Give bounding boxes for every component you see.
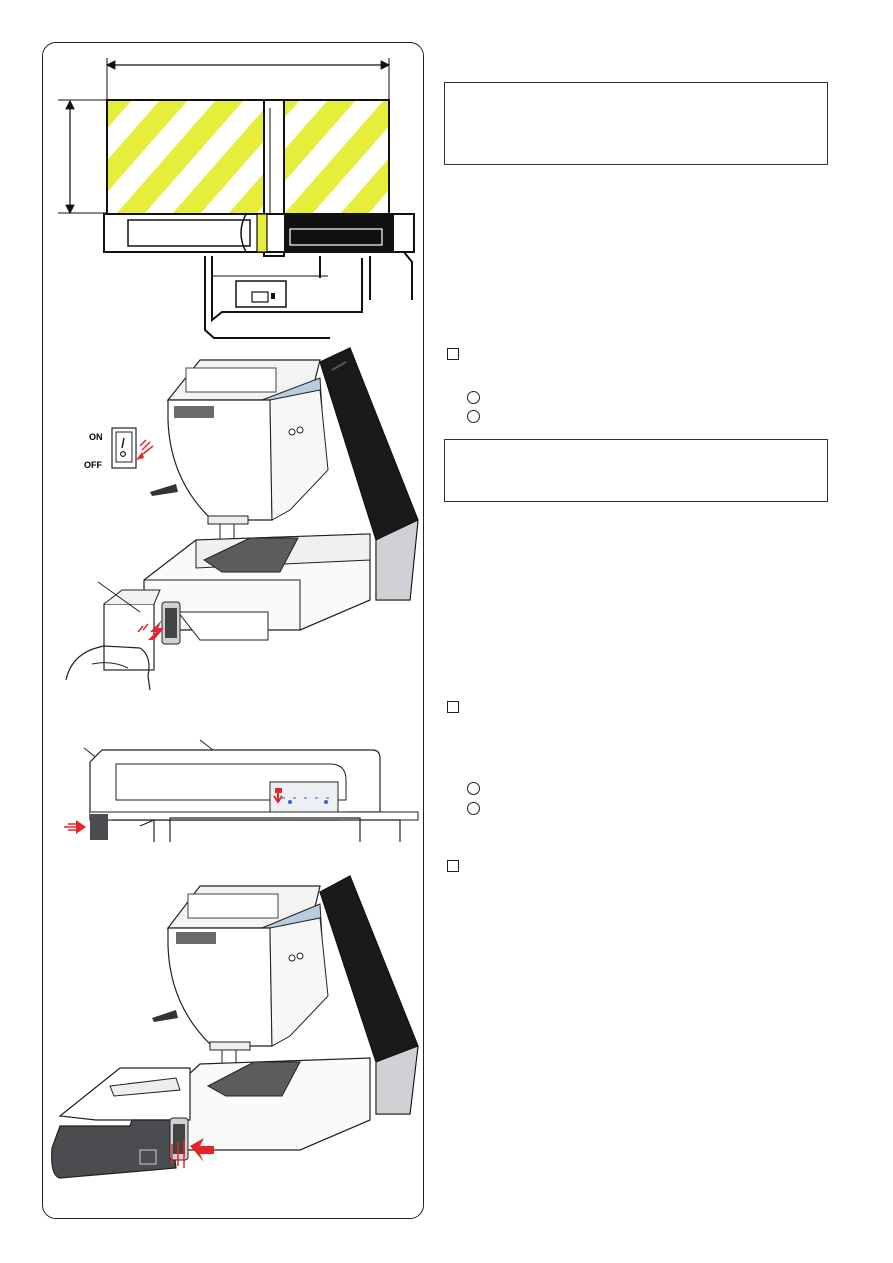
red-arrow-remove-box [137, 620, 164, 640]
clearance-zone-hatching [107, 100, 389, 214]
callout-circle-1 [467, 391, 480, 404]
side-view-figure [64, 739, 419, 842]
caution-box-top [444, 82, 828, 165]
red-arrow-attach-unit [171, 1138, 214, 1168]
callout-circle-3 [467, 782, 480, 795]
switch-on-label: ON [89, 432, 103, 442]
power-switch [111, 427, 154, 469]
clearance-diagram [58, 58, 415, 339]
machine-figure-embroidery-unit [51, 875, 419, 1179]
caution-box-middle [444, 439, 828, 502]
callout-circle-4 [467, 802, 480, 815]
machine-figure-power-off [65, 347, 419, 691]
step-marker-1 [447, 348, 459, 360]
step-marker-3 [447, 860, 459, 872]
step-marker-2 [447, 701, 459, 713]
callout-circle-2 [467, 410, 480, 423]
switch-off-label: OFF [84, 460, 102, 470]
